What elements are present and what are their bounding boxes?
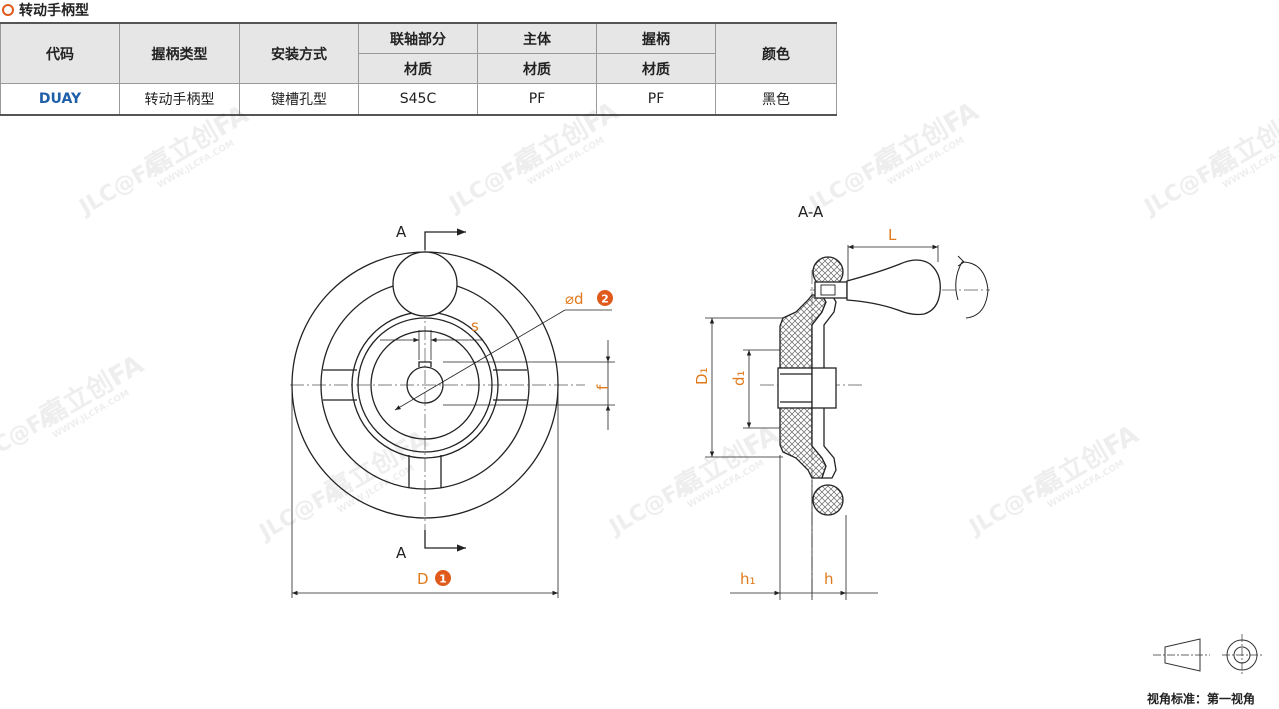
label-dim-h: h <box>824 570 834 588</box>
header-body: 主体 <box>477 22 597 54</box>
label-dim-s: s <box>471 317 479 335</box>
label-dim-D: D <box>417 570 429 588</box>
label-dim-h1: h₁ <box>740 570 756 588</box>
bore <box>406 366 444 404</box>
view-standard-text: 视角标准：第一视角 <box>1147 692 1256 706</box>
header-grip: 握柄 <box>596 22 716 54</box>
front-view <box>290 228 615 598</box>
hub-rim <box>357 317 493 453</box>
label-section-top: A <box>396 223 407 241</box>
handle-pin <box>814 281 848 299</box>
watermark-1: JLC@FA 嘉立创FA WWW.JLCFA.COM <box>74 99 254 221</box>
header-material-grip: 材质 <box>596 53 716 84</box>
dim-D <box>291 390 559 598</box>
rim-section-bottom <box>812 484 844 516</box>
spec-table: 代码 握柄类型 安装方式 联轴部分 主体 握柄 颜色 材质 材质 材质 DUAY… <box>0 22 837 116</box>
rotation-arrow <box>961 261 989 319</box>
header-material-shaft: 材质 <box>358 53 478 84</box>
header-grip-type: 握柄类型 <box>119 22 240 84</box>
label-dim-D1: D₁ <box>693 367 711 385</box>
front-labels: A A s f ⌀d 2 D 1 <box>396 223 613 588</box>
header-material-body: 材质 <box>477 53 597 84</box>
watermark-group: JLC@FA 嘉立创FA WWW.JLCFA.COM JLC@FA 嘉立创FA … <box>0 96 1279 546</box>
label-section-view: A-A <box>798 203 824 221</box>
table-row: DUAY 转动手柄型 键槽孔型 S45C PF PF 黑色 <box>0 83 837 116</box>
cell-color: 黑色 <box>715 83 837 116</box>
watermark-2: JLC@FA 嘉立创FA WWW.JLCFA.COM <box>444 96 624 218</box>
dim-bore-leader <box>394 309 612 411</box>
watermark-3: JLC@FA 嘉立创FA WWW.JLCFA.COM <box>804 96 984 218</box>
section-mark-top <box>424 231 458 250</box>
watermark-7: JLC@FA 嘉立创FA WWW.JLCFA.COM <box>604 419 784 541</box>
dim-s <box>380 330 482 360</box>
keyway <box>418 361 432 367</box>
cell-body-material: PF <box>477 83 597 116</box>
cell-code: DUAY <box>0 83 120 116</box>
header-code: 代码 <box>0 22 120 84</box>
cell-grip-type: 转动手柄型 <box>119 83 240 116</box>
watermark-4: JLC@FA 嘉立创FA WWW.JLCFA.COM <box>1139 99 1279 221</box>
section-title: 转动手柄型 <box>2 0 89 20</box>
section-dims <box>705 244 939 600</box>
cell-shaft-material: S45C <box>358 83 478 116</box>
section-mark-bottom <box>424 530 458 549</box>
badge-bore <box>597 290 613 306</box>
badge-bore-number: 2 <box>601 293 609 306</box>
dim-f <box>443 340 615 430</box>
header-color: 颜色 <box>715 22 837 84</box>
title-text: 转动手柄型 <box>19 3 89 19</box>
title-ring-icon <box>2 4 14 16</box>
projection-symbol-icon <box>1153 634 1262 676</box>
handle-knob <box>392 251 458 317</box>
label-dim-d1: d₁ <box>730 370 748 386</box>
badge-D <box>435 570 451 586</box>
label-dim-L: L <box>888 226 897 244</box>
watermark-6: JLC@FA 嘉立创FA WWW.JLCFA.COM <box>254 424 434 546</box>
section-labels: A-A L D₁ d₁ h₁ h <box>693 203 897 588</box>
watermark-8: JLC@FA 嘉立创FA WWW.JLCFA.COM <box>964 419 1144 541</box>
label-section-bottom: A <box>396 544 407 562</box>
spokes <box>323 369 527 488</box>
label-dim-bore: ⌀d <box>565 290 584 308</box>
badge-D-number: 1 <box>439 573 447 586</box>
hub-boss <box>370 330 480 440</box>
hub-boss-section <box>811 367 837 409</box>
grip-handle <box>846 259 941 316</box>
header-shaft-part: 联轴部分 <box>358 22 478 54</box>
watermark-5: JLC@FA 嘉立创FA WWW.JLCFA.COM <box>0 349 149 471</box>
cell-mount: 键槽孔型 <box>239 83 359 116</box>
label-dim-f: f <box>594 384 612 390</box>
section-view <box>760 255 990 600</box>
